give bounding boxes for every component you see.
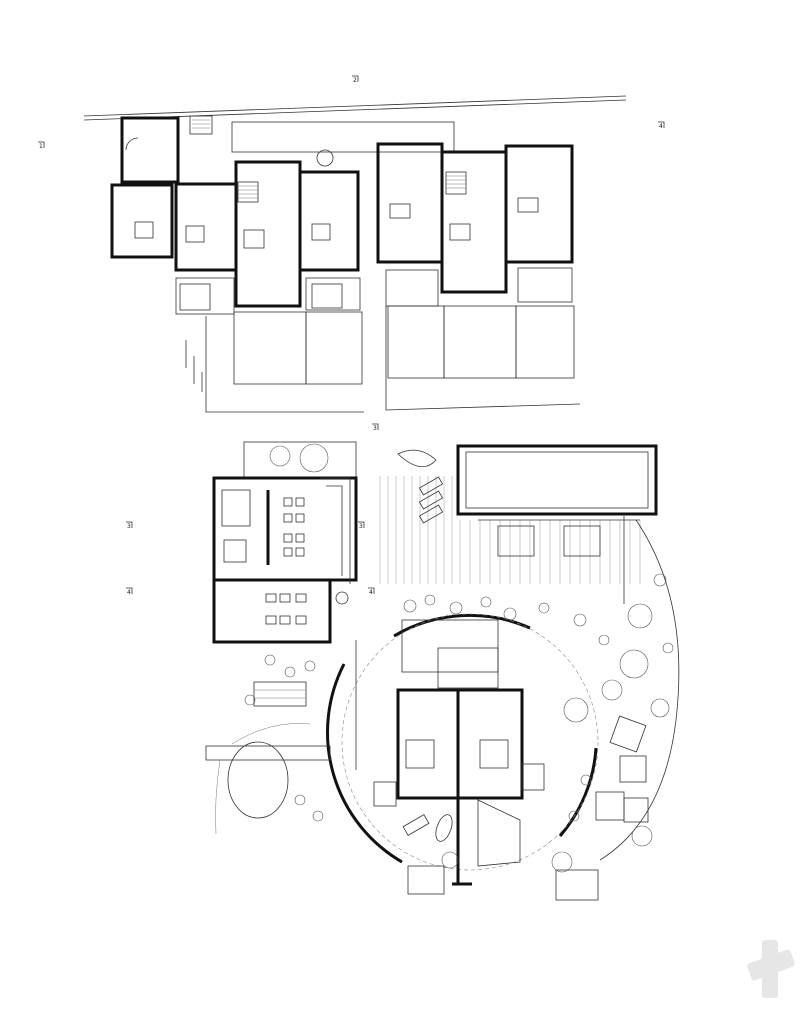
driveway-and-pond (205, 640, 357, 835)
svg-text:4: 4 (369, 589, 373, 596)
pool-area (379, 444, 658, 604)
marker-top-right: 4 (658, 121, 665, 130)
marker-top-left: 1 (38, 141, 45, 150)
row-houses (83, 95, 627, 413)
svg-text:3: 3 (359, 523, 363, 530)
circular-villa (326, 613, 599, 895)
marker-pavilion-bottom: 4 (368, 587, 375, 596)
svg-text:3: 3 (373, 425, 377, 432)
svg-text:2: 2 (353, 77, 357, 84)
marker-pavilion-left-b: 4 (126, 587, 133, 596)
svg-text:4: 4 (127, 589, 131, 596)
pavilion (212, 441, 358, 644)
garden (244, 519, 680, 901)
svg-text:1: 1 (39, 143, 43, 150)
svg-text:3: 3 (127, 523, 131, 530)
svg-text:4: 4 (659, 123, 663, 130)
section-markers: 2 1 4 3 3 4 3 4 (38, 75, 665, 596)
marker-top-center: 2 (352, 75, 359, 84)
plus-logo-icon (747, 940, 795, 998)
wood-deck (379, 476, 641, 584)
marker-pavilion-left-a: 3 (126, 521, 133, 530)
marker-pavilion-right: 3 (358, 521, 365, 530)
marker-mid: 3 (372, 423, 379, 432)
